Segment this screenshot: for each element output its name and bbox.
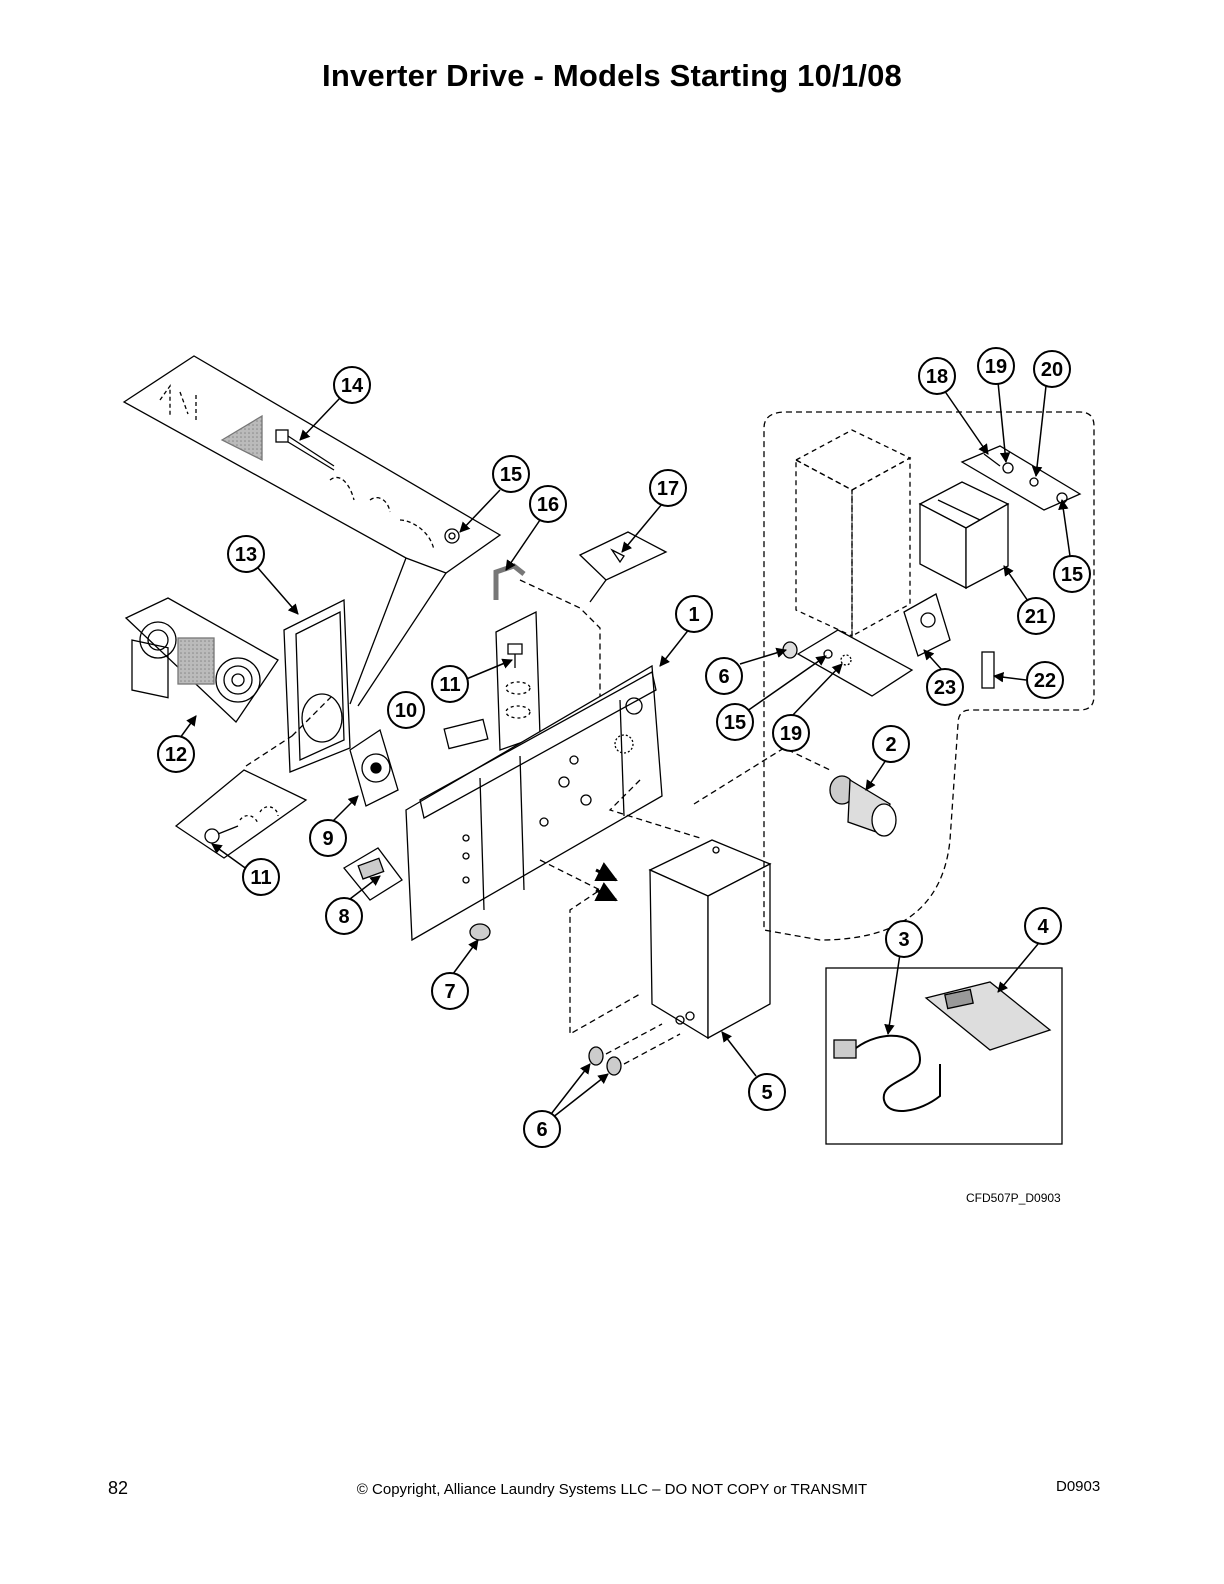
page-number: 82 bbox=[108, 1478, 129, 1498]
plug-parts-6 bbox=[588, 1023, 681, 1076]
fan-guard-part-12 bbox=[124, 597, 279, 723]
callout-1: 1 bbox=[675, 595, 713, 633]
detail-panel-screw-11-upper bbox=[495, 610, 541, 751]
svg-text:15: 15 bbox=[724, 712, 746, 734]
svg-text:11: 11 bbox=[250, 867, 271, 889]
bracket-part-22 bbox=[981, 651, 995, 689]
svg-text:1: 1 bbox=[688, 604, 699, 626]
copyright-notice: © Copyright, Alliance Laundry Systems LL… bbox=[356, 1481, 868, 1498]
callout-6-lower: 6 bbox=[523, 1110, 561, 1148]
svg-text:22: 22 bbox=[1034, 670, 1056, 692]
callout-22: 22 bbox=[1026, 661, 1064, 699]
svg-text:8: 8 bbox=[338, 906, 349, 928]
document-code: D0903 bbox=[1056, 1478, 1101, 1495]
callout-2: 2 bbox=[872, 725, 910, 763]
callout-15-right: 15 bbox=[1053, 555, 1091, 593]
fan-cover-part-13 bbox=[283, 598, 351, 773]
keypad-part-4 bbox=[924, 981, 1052, 1051]
label-part-10 bbox=[443, 718, 489, 750]
callout-3: 3 bbox=[885, 920, 923, 958]
enclosure-box-part-5 bbox=[648, 839, 772, 1040]
svg-text:18: 18 bbox=[926, 366, 948, 388]
callout-23: 23 bbox=[926, 668, 964, 706]
svg-text:19: 19 bbox=[780, 723, 802, 745]
svg-text:19: 19 bbox=[985, 356, 1007, 378]
callout-9: 9 bbox=[309, 819, 347, 857]
callout-12: 12 bbox=[157, 735, 195, 773]
grommet-part-7 bbox=[469, 923, 491, 941]
callout-4: 4 bbox=[1024, 907, 1062, 945]
bolt-part-14 bbox=[275, 429, 335, 471]
svg-text:17: 17 bbox=[657, 478, 679, 500]
callout-5: 5 bbox=[748, 1073, 786, 1111]
nut-part-15 bbox=[444, 528, 460, 544]
filter-board-part-23 bbox=[903, 593, 951, 657]
callout-15-lower: 15 bbox=[716, 703, 754, 741]
svg-text:11: 11 bbox=[439, 674, 460, 696]
svg-text:20: 20 bbox=[1041, 359, 1063, 381]
callout-8: 8 bbox=[325, 897, 363, 935]
callout-18: 18 bbox=[918, 357, 956, 395]
callout-16: 16 bbox=[529, 485, 567, 523]
callout-17: 17 bbox=[649, 469, 687, 507]
callout-11-upper: 11 bbox=[431, 665, 469, 703]
svg-text:14: 14 bbox=[341, 375, 364, 397]
drawing-reference: CFD507P_D0903 bbox=[966, 1191, 1061, 1205]
svg-text:6: 6 bbox=[718, 666, 729, 688]
callout-19-lower: 19 bbox=[772, 714, 810, 752]
svg-text:15: 15 bbox=[1061, 564, 1083, 586]
star-washer bbox=[614, 734, 634, 754]
callout-11-lower: 11 bbox=[242, 858, 280, 896]
inverter-part-21 bbox=[918, 481, 1010, 590]
svg-text:9: 9 bbox=[322, 828, 333, 850]
svg-text:23: 23 bbox=[934, 677, 956, 699]
svg-text:10: 10 bbox=[395, 700, 417, 722]
svg-text:15: 15 bbox=[500, 464, 522, 486]
callout-13: 13 bbox=[227, 535, 265, 573]
callout-20: 20 bbox=[1033, 350, 1071, 388]
callout-6-upper: 6 bbox=[705, 657, 743, 695]
callout-21: 21 bbox=[1017, 597, 1055, 635]
fitting-part-2 bbox=[829, 775, 897, 837]
svg-text:2: 2 bbox=[885, 734, 896, 756]
svg-text:16: 16 bbox=[537, 494, 559, 516]
heatsink-outline bbox=[794, 429, 912, 638]
callout-19-upper: 19 bbox=[977, 347, 1015, 385]
callout-14: 14 bbox=[333, 366, 371, 404]
callout-10: 10 bbox=[387, 691, 425, 729]
detail-panel-fan-bracket bbox=[122, 355, 502, 707]
connector-part-8 bbox=[343, 847, 403, 901]
callout-7: 7 bbox=[431, 972, 469, 1010]
svg-text:21: 21 bbox=[1025, 606, 1047, 628]
main-panel-part-1 bbox=[405, 664, 663, 942]
wire-part-16 bbox=[493, 563, 601, 728]
fan-part-9 bbox=[349, 728, 399, 807]
cable-part-3 bbox=[833, 1034, 941, 1113]
detail-panel-screw-17 bbox=[578, 531, 668, 603]
svg-text:5: 5 bbox=[761, 1082, 772, 1104]
page-title: Inverter Drive - Models Starting 10/1/08 bbox=[322, 58, 902, 93]
svg-text:3: 3 bbox=[898, 929, 909, 951]
svg-text:6: 6 bbox=[536, 1119, 547, 1141]
svg-text:12: 12 bbox=[165, 744, 187, 766]
detail-panel-screw-11-lower bbox=[174, 769, 308, 859]
hardware-plate-lower bbox=[796, 629, 914, 697]
svg-text:13: 13 bbox=[235, 544, 257, 566]
callout-15: 15 bbox=[492, 455, 530, 493]
svg-text:7: 7 bbox=[444, 981, 455, 1003]
svg-text:4: 4 bbox=[1037, 916, 1049, 938]
